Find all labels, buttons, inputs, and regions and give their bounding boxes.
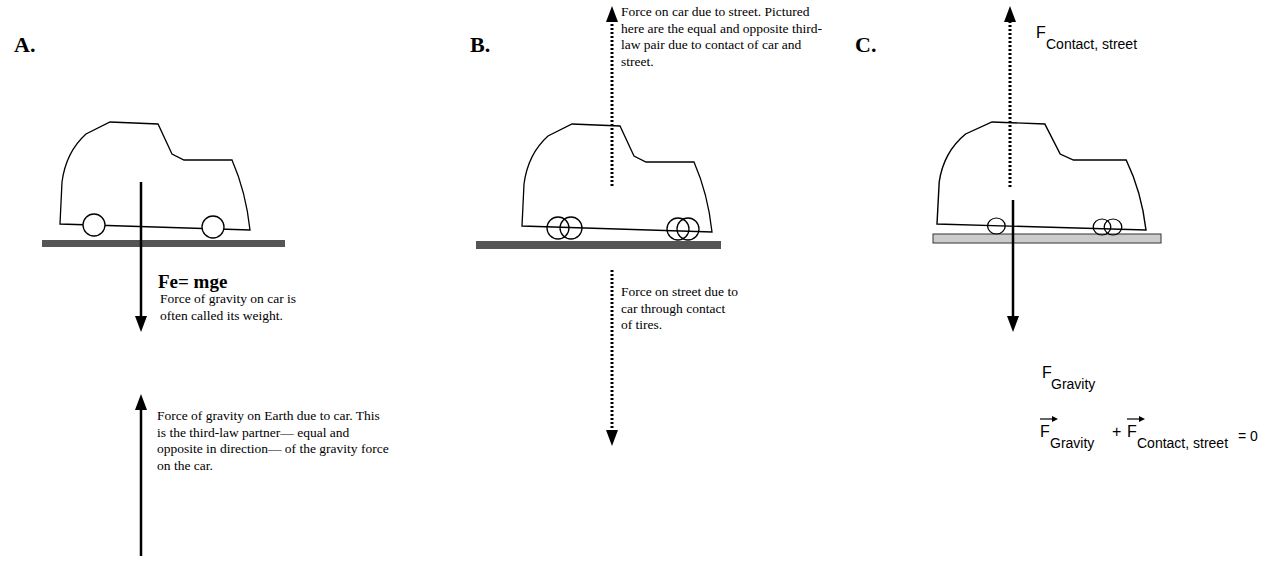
panel-letter: C. (855, 33, 876, 57)
panel-letter: A. (14, 33, 35, 57)
gravity-arrow (1007, 200, 1019, 332)
force-symbol: F (1042, 364, 1052, 382)
vector-arrow (1040, 416, 1145, 422)
gravity-arrow (135, 182, 147, 332)
plus-sign: + (1112, 423, 1121, 441)
car (522, 124, 712, 240)
note-text: Force of gravity on Earth due to car. Th… (157, 408, 389, 474)
force-subscript: Gravity (1051, 376, 1095, 392)
car (60, 122, 250, 238)
street (933, 234, 1161, 243)
equation-result: = 0 (1238, 428, 1258, 444)
note-text: Force on car due to street. Pictured her… (621, 4, 835, 70)
reaction-arrow (135, 394, 147, 556)
contact-arrow (606, 270, 618, 446)
force-subscript: Gravity (1050, 435, 1094, 451)
panel-letter: B. (470, 33, 490, 57)
street (476, 241, 721, 249)
force-symbol: F (1036, 24, 1046, 42)
force-subscript: Contact, street (1046, 36, 1137, 52)
force-symbol: F (1040, 423, 1050, 441)
car (937, 122, 1146, 235)
contact-arrow (606, 6, 618, 186)
weight-equation: Fe= mge (158, 271, 227, 293)
contact-arrow (1004, 6, 1016, 187)
force-subscript: Contact, street (1137, 435, 1228, 451)
street (42, 240, 285, 247)
force-symbol: F (1127, 423, 1137, 441)
note-text: Force on street due to car through conta… (621, 284, 739, 334)
note-text: Force of gravity on car is often called … (160, 291, 310, 324)
